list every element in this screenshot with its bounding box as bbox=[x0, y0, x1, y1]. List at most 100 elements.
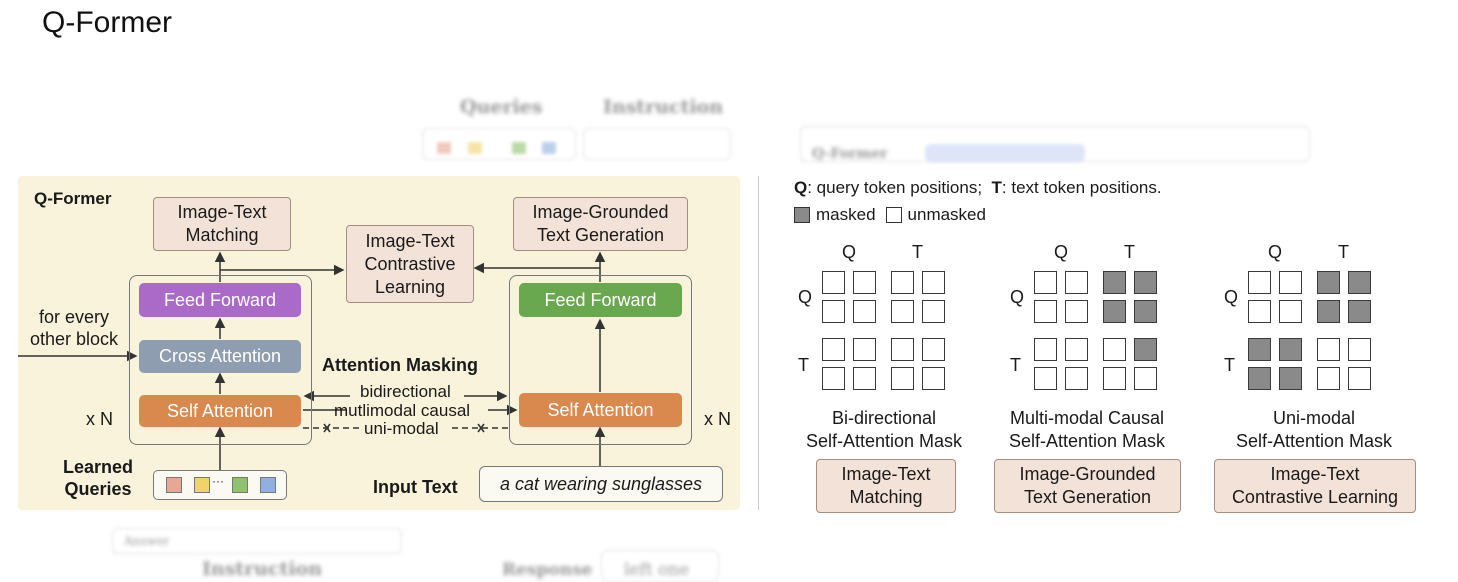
learned-queries-label: Learned Queries bbox=[62, 457, 134, 499]
text-transformer-frame bbox=[509, 275, 692, 445]
mask-cell-unmasked bbox=[822, 338, 845, 361]
repeat-left: x N bbox=[86, 409, 113, 429]
mask-cell-masked bbox=[1134, 338, 1157, 361]
mask-cell-unmasked bbox=[1279, 271, 1302, 294]
mask-cell-masked bbox=[1134, 300, 1157, 323]
masked-swatch bbox=[794, 207, 810, 223]
legend-q-text: : query token positions; bbox=[807, 178, 983, 197]
cross-attention: Cross Attention bbox=[139, 340, 301, 373]
bg-answer-box bbox=[112, 528, 402, 554]
mask-row-label-q: Q bbox=[1010, 287, 1025, 307]
mask-cell-unmasked bbox=[1348, 338, 1371, 361]
repeat-right: x N bbox=[704, 409, 731, 429]
mask-cell-unmasked bbox=[891, 367, 914, 390]
legend-t-key: T bbox=[991, 178, 1002, 197]
mask-caption: Bi-directional Self-Attention Mask bbox=[805, 408, 963, 451]
mask-cell-masked bbox=[1248, 338, 1271, 361]
legend-q-key: Q bbox=[794, 178, 808, 197]
mask-cell-unmasked bbox=[1065, 338, 1088, 361]
bg-instruction-label-bottom: Instruction bbox=[202, 558, 323, 580]
learned-queries-box: ··· bbox=[153, 470, 287, 500]
query-token bbox=[260, 477, 276, 493]
itc-head: Image-Text Contrastive Learning bbox=[346, 225, 474, 303]
mask-cell-masked bbox=[1317, 271, 1340, 294]
mask-cell-masked bbox=[1103, 271, 1126, 294]
mask-caption: Uni-modal Self-Attention Mask bbox=[1235, 408, 1393, 451]
input-text-label: Input Text bbox=[373, 477, 458, 497]
panel-divider bbox=[758, 176, 759, 510]
bg-instruction-label-top: Instruction bbox=[603, 96, 724, 118]
mask-cell-unmasked bbox=[853, 300, 876, 323]
mask-cell-unmasked bbox=[891, 300, 914, 323]
itg-head: Image-Grounded Text Generation bbox=[513, 197, 688, 251]
mask-cell-unmasked bbox=[1103, 367, 1126, 390]
mask-cell-unmasked bbox=[822, 271, 845, 294]
mask-cell-unmasked bbox=[1317, 338, 1340, 361]
mask-task-label: Image-Grounded Text Generation bbox=[994, 459, 1181, 513]
bg-response-label: Response bbox=[502, 560, 593, 580]
unmasked-swatch bbox=[885, 207, 902, 223]
mask-cell-unmasked bbox=[922, 367, 945, 390]
mask-cell-unmasked bbox=[922, 338, 945, 361]
mask-cell-unmasked bbox=[1317, 367, 1340, 390]
mask-cell-unmasked bbox=[1065, 271, 1088, 294]
mask-multimodal-causal: mutlimodal causal bbox=[334, 401, 471, 420]
mask-cell-masked bbox=[1279, 367, 1302, 390]
bg-instruction-box bbox=[583, 128, 731, 160]
legend-line-2: masked unmasked bbox=[794, 205, 986, 225]
mask-col-label-q: Q bbox=[842, 242, 857, 262]
query-token bbox=[232, 477, 248, 493]
mask-col-label-t: T bbox=[912, 242, 923, 262]
input-text-box: a cat wearing sunglasses bbox=[479, 466, 723, 502]
mask-unimodal: uni-modal bbox=[364, 419, 439, 438]
bg-queries-label: Queries bbox=[460, 96, 543, 118]
mask-cell-unmasked bbox=[922, 300, 945, 323]
bg-response-value: left one bbox=[624, 560, 690, 580]
mask-col-label-q: Q bbox=[1268, 242, 1283, 262]
query-token bbox=[194, 477, 210, 493]
mask-cell-unmasked bbox=[1034, 300, 1057, 323]
ellipsis: ··· bbox=[212, 474, 224, 488]
mask-cell-unmasked bbox=[1034, 367, 1057, 390]
mask-col-label-t: T bbox=[1338, 242, 1349, 262]
feed-forward-right: Feed Forward bbox=[519, 283, 682, 317]
bg-query-token bbox=[512, 142, 526, 154]
self-attention-left: Self Attention bbox=[139, 395, 301, 427]
query-token bbox=[166, 477, 182, 493]
legend-t-text: : text token positions. bbox=[1001, 178, 1162, 197]
itm-head: Image-Text Matching bbox=[153, 197, 291, 251]
bg-query-token bbox=[468, 142, 482, 154]
bg-answer-label: Answer bbox=[124, 534, 170, 548]
mask-task-label: Image-Text Matching bbox=[816, 459, 956, 513]
mask-row-label-t: T bbox=[798, 355, 809, 375]
mask-cell-unmasked bbox=[1248, 271, 1271, 294]
mask-cell-masked bbox=[1248, 367, 1271, 390]
mask-row-label-q: Q bbox=[798, 287, 813, 307]
mask-cell-masked bbox=[1279, 338, 1302, 361]
mask-cell-masked bbox=[1317, 300, 1340, 323]
mask-cell-unmasked bbox=[853, 338, 876, 361]
mask-cell-unmasked bbox=[1034, 338, 1057, 361]
slide-title: Q-Former bbox=[42, 6, 172, 39]
mask-cell-masked bbox=[1103, 300, 1126, 323]
mask-row-label-q: Q bbox=[1224, 287, 1239, 307]
mask-task-label: Image-Text Contrastive Learning bbox=[1214, 459, 1416, 513]
feed-forward-left: Feed Forward bbox=[139, 283, 301, 317]
mask-cell-unmasked bbox=[1065, 300, 1088, 323]
attention-masking-title: Attention Masking bbox=[322, 355, 478, 375]
mask-cell-unmasked bbox=[853, 367, 876, 390]
mask-bidirectional: bidirectional bbox=[360, 382, 451, 401]
legend-masked: masked bbox=[816, 205, 876, 224]
bg-queries-box bbox=[422, 128, 576, 160]
mask-cell-masked bbox=[1348, 271, 1371, 294]
mask-cell-unmasked bbox=[922, 271, 945, 294]
mask-cell-unmasked bbox=[891, 338, 914, 361]
mask-cell-unmasked bbox=[822, 367, 845, 390]
mask-col-label-t: T bbox=[1124, 242, 1135, 262]
mask-cell-unmasked bbox=[1103, 338, 1126, 361]
mask-cell-unmasked bbox=[1134, 367, 1157, 390]
bg-qformer-chip: Q-Former bbox=[812, 146, 888, 162]
bg-query-token bbox=[437, 142, 451, 154]
mask-cell-unmasked bbox=[1348, 367, 1371, 390]
